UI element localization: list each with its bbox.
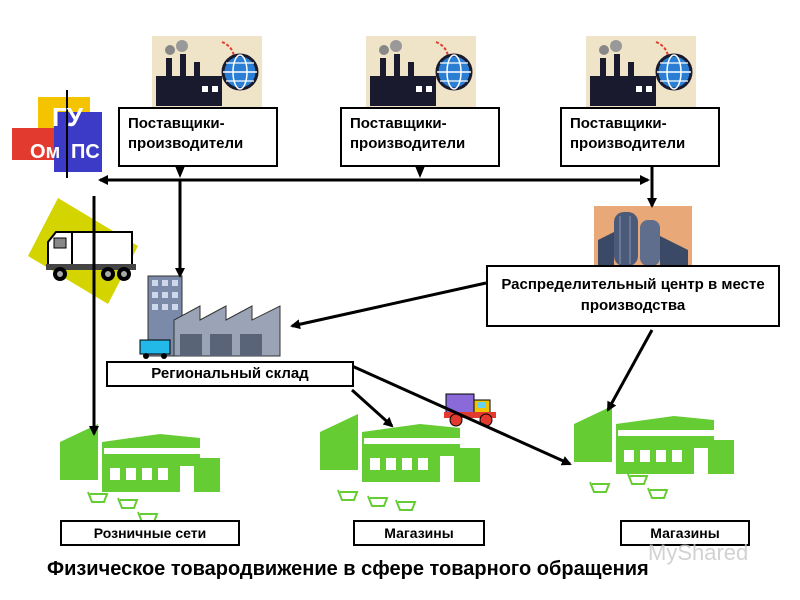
stores-box: Магазины	[353, 520, 485, 546]
store-icon	[574, 406, 734, 474]
factory-globe-icon	[152, 36, 262, 108]
shopping-cart-icon	[117, 497, 139, 509]
shopping-cart-icon	[337, 489, 359, 501]
factory-globe-icon	[366, 36, 476, 108]
supplier-box: Поставщики- производители	[118, 107, 278, 167]
distribution-center-box: Распределительный центр в месте производ…	[486, 265, 780, 327]
warehouse-icon	[139, 275, 281, 359]
shopping-cart-icon	[87, 491, 109, 503]
regional-warehouse-box: Региональный склад	[106, 361, 354, 387]
watermark: MyShared	[648, 540, 749, 565]
shopping-cart-icon	[367, 495, 389, 507]
shopping-cart-icon	[627, 473, 649, 485]
store-icon	[320, 414, 480, 482]
toy-truck-icon	[444, 393, 496, 427]
retail-chains-box: Розничные сети	[60, 520, 240, 546]
grain-elevator-icon	[594, 206, 692, 266]
logo: ГУ Ом ПС	[12, 90, 102, 178]
truck-icon	[28, 198, 138, 304]
stores-box: Магазины	[620, 520, 750, 546]
supplier-box: Поставщики- производители	[560, 107, 720, 167]
shopping-cart-icon	[395, 499, 417, 511]
shopping-cart-icon	[647, 487, 669, 499]
logo-text-left: Ом	[30, 141, 60, 163]
store-icon	[60, 424, 220, 492]
supplier-box: Поставщики- производители	[340, 107, 500, 167]
caption: Физическое товародвижение в сфере товарн…	[47, 558, 649, 580]
logo-text-top: ГУ	[52, 102, 84, 132]
factory-globe-icon	[586, 36, 696, 108]
logo-text-right: ПС	[71, 141, 100, 163]
shopping-cart-icon	[589, 481, 611, 493]
